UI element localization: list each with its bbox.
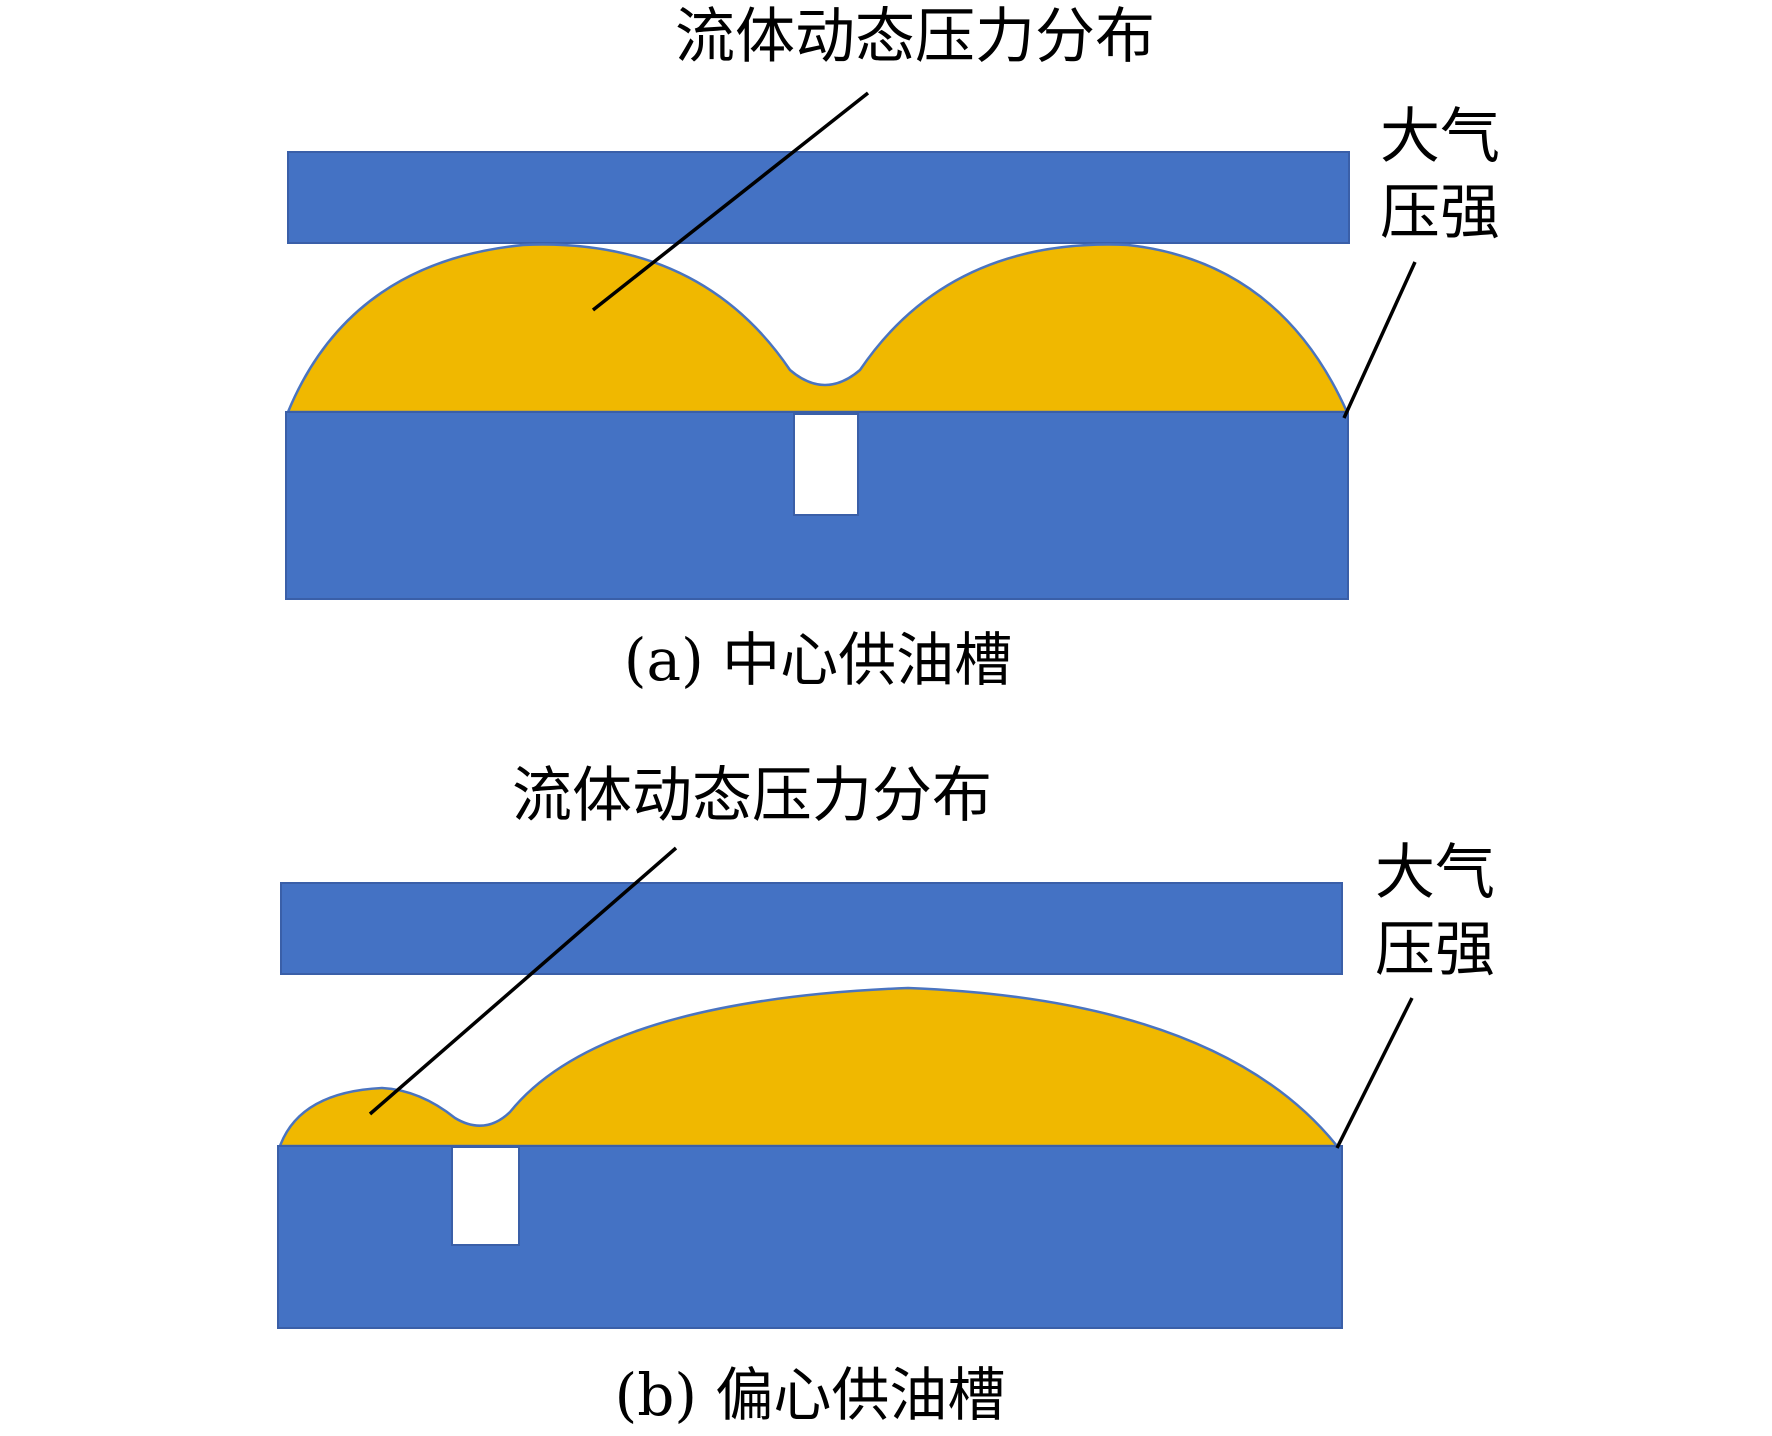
panel-a: 流体动态压力分布 大气 压强 (a) 中心供油槽 bbox=[285, 2, 1500, 694]
panel-a-atmos-leader-line bbox=[1342, 261, 1417, 419]
panel-b-caption: (b) 偏心供油槽 bbox=[615, 1361, 1006, 1429]
panel-a-pressure-leader-line bbox=[591, 91, 870, 312]
panel-a-atmos-label-line1: 大气 bbox=[1380, 102, 1500, 172]
panel-b-atmos-label-line2: 压强 bbox=[1375, 915, 1495, 985]
panel-a-atmos-label-line2: 压强 bbox=[1380, 178, 1500, 248]
panel-b-upper-plate bbox=[280, 882, 1343, 975]
panel-b-lower-plate bbox=[277, 1145, 1343, 1329]
panel-b-pressure-label: 流体动态压力分布 bbox=[512, 761, 992, 831]
panel-a-upper-plate bbox=[287, 151, 1350, 244]
panel-a-center-oil-groove bbox=[793, 413, 859, 516]
panel-b-atmos-label-line1: 大气 bbox=[1375, 838, 1495, 908]
panel-a-caption: (a) 中心供油槽 bbox=[624, 626, 1012, 694]
panel-a-pressure-label: 流体动态压力分布 bbox=[675, 2, 1155, 72]
panel-b-pressure-distribution bbox=[278, 986, 1340, 1148]
panel-a-pressure-distribution bbox=[286, 243, 1349, 414]
panel-b-eccentric-oil-groove bbox=[451, 1146, 520, 1246]
panel-b: 流体动态压力分布 大气 压强 (b) 偏心供油槽 bbox=[277, 761, 1495, 1429]
panel-b-atmos-leader-line bbox=[1335, 997, 1414, 1149]
panel-b-pressure-leader-line bbox=[368, 846, 678, 1116]
